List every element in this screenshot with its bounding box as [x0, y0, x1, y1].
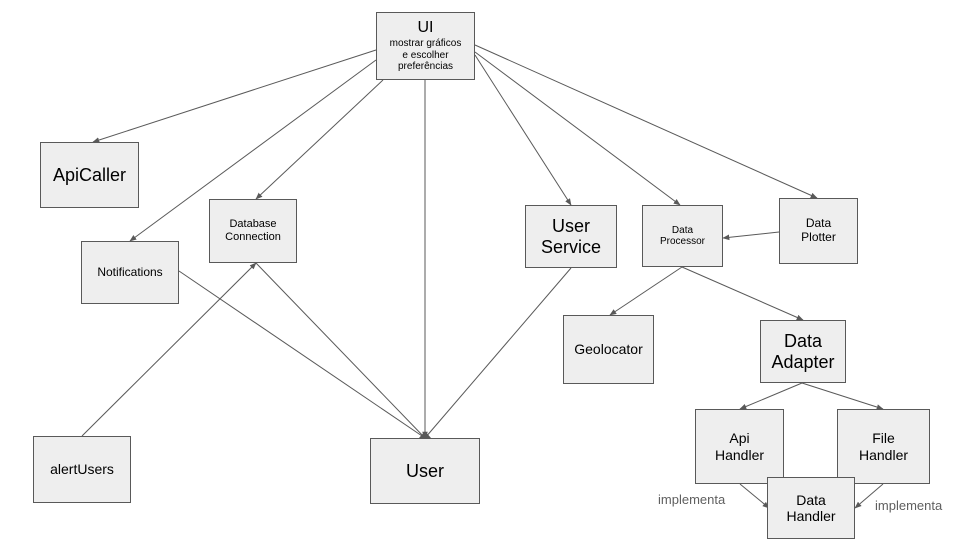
api-handler-label: Api Handler	[714, 430, 765, 463]
user-box[interactable]: User	[370, 438, 480, 504]
user-arrowhead	[419, 431, 431, 438]
user-service-box[interactable]: User Service	[525, 205, 617, 268]
ui-sublabel: mostrar gráficos e escolher preferências	[389, 38, 462, 73]
edge-alertusers-database	[81, 262, 257, 437]
edge-ui-dataplotter	[474, 44, 818, 199]
edge-ui-dataprocessor	[474, 51, 681, 206]
edge-notifications-user	[178, 270, 426, 439]
database-connection-box[interactable]: Database Connection	[209, 199, 297, 263]
geolocator-box[interactable]: Geolocator	[563, 315, 654, 384]
api-caller-label: ApiCaller	[52, 164, 127, 185]
api-caller-box[interactable]: ApiCaller	[40, 142, 139, 208]
implementa-left-label: implementa	[658, 492, 726, 507]
data-plotter-box[interactable]: Data Plotter	[779, 198, 858, 264]
edge-processor-geolocator	[609, 266, 683, 316]
edge-ui-notifications	[129, 59, 377, 242]
notifications-box[interactable]: Notifications	[81, 241, 179, 304]
data-handler-box[interactable]: Data Handler	[767, 477, 855, 539]
database-connection-label: Database Connection	[225, 218, 281, 243]
api-handler-box[interactable]: Api Handler	[695, 409, 784, 484]
edge-ui-database	[255, 79, 384, 200]
data-processor-label: Data Processor	[659, 224, 705, 248]
data-plotter-label: Data Plotter	[801, 216, 836, 244]
edge-ui-apicaller	[92, 49, 377, 143]
data-adapter-box[interactable]: Data Adapter	[760, 320, 846, 383]
edge-plotter-processor	[722, 231, 780, 241]
geolocator-label: Geolocator	[574, 341, 643, 358]
file-handler-box[interactable]: File Handler	[837, 409, 930, 484]
ui-label: UI	[417, 19, 434, 37]
data-processor-box[interactable]: Data Processor	[642, 205, 723, 267]
user-service-label: User Service	[540, 215, 602, 257]
edge-adapter-apihandler	[739, 382, 803, 410]
user-label: User	[405, 460, 444, 481]
data-adapter-label: Data Adapter	[771, 330, 835, 372]
edge-userservice-user	[424, 267, 572, 439]
data-handler-label: Data Handler	[786, 491, 836, 524]
file-handler-label: File Handler	[858, 430, 909, 463]
alert-users-box[interactable]: alertUsers	[33, 436, 131, 503]
edge-processor-adapter	[681, 266, 804, 321]
alert-users-label: alertUsers	[50, 461, 114, 478]
ui-box[interactable]: UI mostrar gráficos e escolher preferênc…	[376, 12, 475, 80]
edge-ui-userservice	[474, 54, 572, 206]
implementa-right-label: implementa	[875, 498, 943, 513]
notifications-label: Notifications	[97, 264, 163, 279]
edge-adapter-filehandler	[801, 382, 884, 410]
edge-apihandler-datahandler	[739, 483, 770, 509]
edge-filehandler-datahandler	[854, 483, 884, 509]
edge-database-user	[255, 262, 426, 439]
